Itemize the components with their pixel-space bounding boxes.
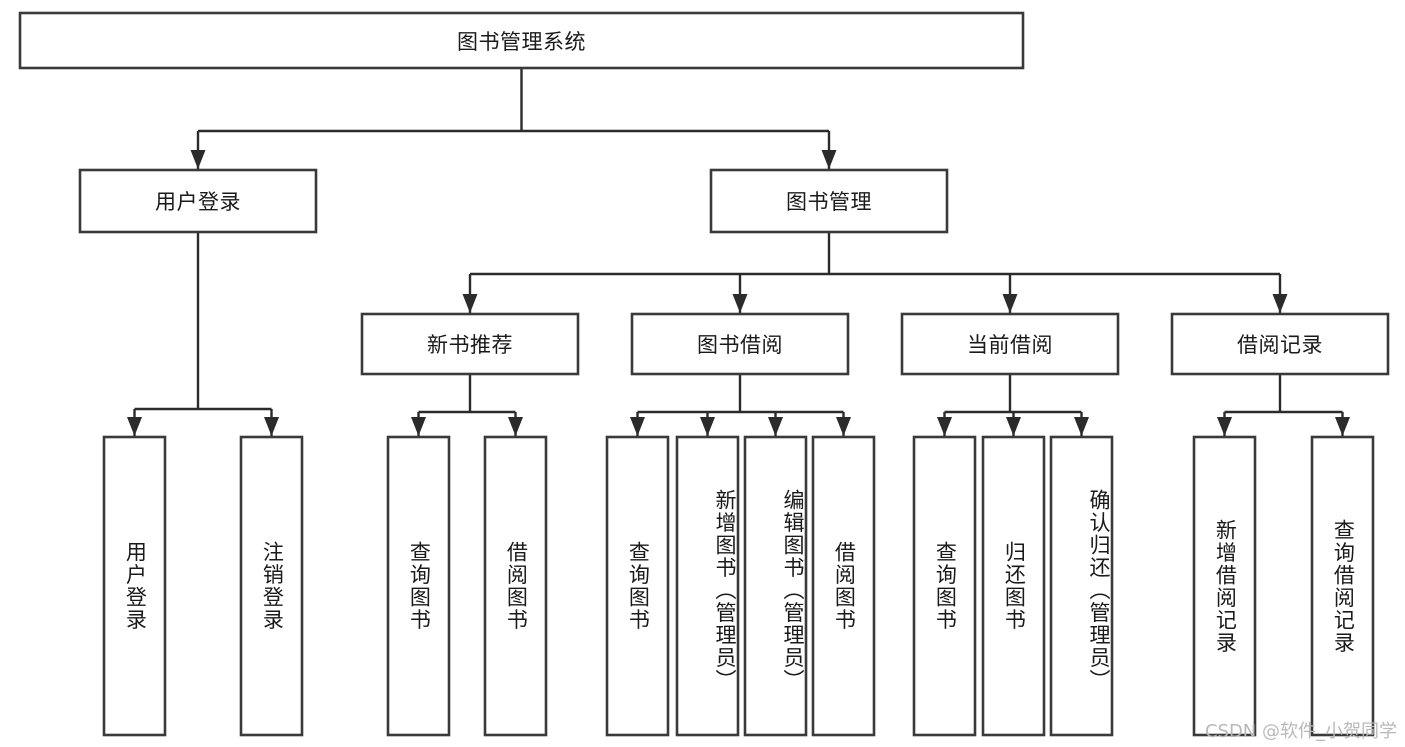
arrowhead-l1-to-l2-0 <box>462 294 478 313</box>
arrowhead-leaf-2-3 <box>836 417 851 436</box>
leaf-node-box-0[interactable] <box>102 435 167 737</box>
arrowhead-l1-to-l2-3 <box>1272 294 1288 313</box>
arrowhead-leaf-1-1 <box>508 417 523 436</box>
arrowhead-leaf-0-1 <box>264 417 279 436</box>
watermark-text: CSDN @软件_小贺同学 <box>1204 721 1397 742</box>
leaf-node-box-3[interactable] <box>483 435 548 737</box>
level2-node-box-2[interactable] <box>900 312 1120 376</box>
arrowhead-leaf-2-1 <box>700 417 715 436</box>
level1-node-box-1[interactable] <box>709 168 949 234</box>
arrowhead-leaf-3-2 <box>1074 417 1089 436</box>
leaf-node-box-4[interactable] <box>605 435 670 737</box>
leaf-node-box-5[interactable] <box>675 435 740 737</box>
leaf-node-box-8[interactable] <box>912 435 977 737</box>
arrowhead-l1-to-l2-2 <box>1002 294 1018 313</box>
leaf-node-box-11[interactable] <box>1192 435 1257 737</box>
level2-node-box-3[interactable] <box>1170 312 1390 376</box>
arrowhead-leaf-3-1 <box>1006 417 1021 436</box>
arrowhead-leaf-0-0 <box>127 417 142 436</box>
leaf-node-box-7[interactable] <box>811 435 876 737</box>
arrowhead-root-to-l1-0 <box>190 150 206 169</box>
arrowhead-leaf-2-2 <box>768 417 783 436</box>
arrowhead-root-to-l1-1 <box>821 150 837 169</box>
arrowhead-leaf-4-1 <box>1335 417 1350 436</box>
level1-node-box-0[interactable] <box>78 168 318 234</box>
leaf-node-box-1[interactable] <box>239 435 304 737</box>
leaf-node-box-9[interactable] <box>981 435 1046 737</box>
arrowhead-leaf-4-0 <box>1217 417 1232 436</box>
arrowhead-l1-to-l2-1 <box>732 294 748 313</box>
leaf-node-box-10[interactable] <box>1049 435 1114 737</box>
arrowhead-leaf-2-0 <box>630 417 645 436</box>
arrowhead-leaf-1-0 <box>411 417 426 436</box>
node-box-layer <box>18 11 1390 737</box>
leaf-node-box-12[interactable] <box>1310 435 1375 737</box>
leaf-node-box-2[interactable] <box>386 435 451 737</box>
level2-node-box-0[interactable] <box>360 312 580 376</box>
leaf-node-box-6[interactable] <box>743 435 808 737</box>
root-node-box-0[interactable] <box>18 11 1025 70</box>
level2-node-box-1[interactable] <box>630 312 850 376</box>
arrowhead-leaf-3-0 <box>937 417 952 436</box>
connector-layer <box>127 68 1350 436</box>
